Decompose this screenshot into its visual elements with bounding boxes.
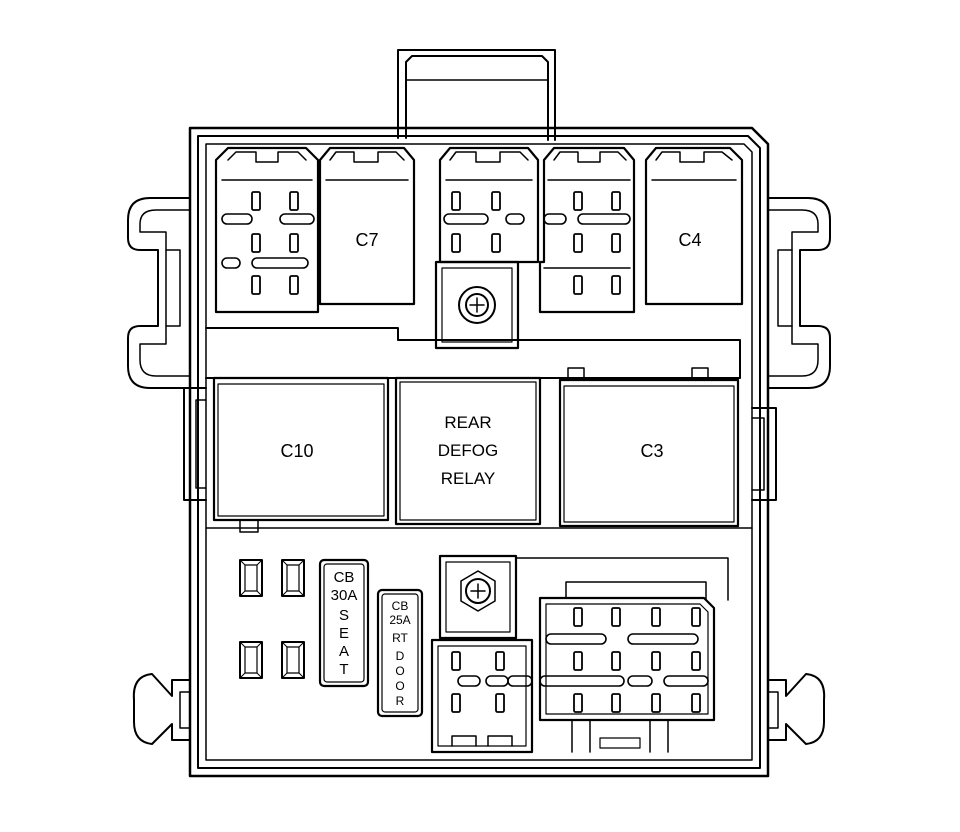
mini-fuse-icon (239, 559, 263, 597)
cb-door-side: RT (392, 631, 408, 645)
terminal-cavity-icon (627, 633, 699, 645)
terminal-cavity-icon (545, 633, 607, 645)
connector-c4: C4 (644, 146, 744, 306)
relay-label-line3: RELAY (441, 469, 496, 488)
terminal-cavity-icon (663, 675, 709, 687)
right-bottom-tab (767, 673, 826, 745)
terminal-cavity-icon (611, 693, 621, 713)
connector-slot-3 (438, 146, 540, 264)
terminal-cavity-icon (573, 693, 583, 713)
terminal-cavity-icon (451, 191, 461, 211)
connector-slot-bottom-center (430, 638, 534, 754)
terminal-cavity-icon (691, 651, 701, 671)
mini-fuse-icon (239, 641, 263, 679)
terminal-cavity-icon (491, 233, 501, 253)
terminal-cavity-icon (495, 693, 505, 713)
terminal-cavity-icon (611, 191, 621, 211)
connector-slot-4 (538, 146, 636, 314)
c7-label: C7 (355, 230, 378, 250)
mini-fuse-icon (281, 641, 305, 679)
center-rail (205, 327, 741, 379)
terminal-cavity-icon (451, 233, 461, 253)
terminal-cavity-icon (539, 675, 625, 687)
terminal-cavities (221, 191, 709, 713)
terminal-cavity-icon (251, 233, 261, 253)
cb-door-letter: O (395, 664, 404, 678)
left-mount-ear (127, 197, 191, 389)
connector-c7: C7 (318, 146, 416, 306)
terminal-cavity-icon (289, 233, 299, 253)
terminal-cavity-icon (451, 651, 461, 671)
terminal-cavity-icon (289, 275, 299, 295)
connector-slot-bottom-right (538, 581, 716, 753)
terminal-cavity-icon (491, 191, 501, 211)
cb-seat-rating-line1: CB (334, 569, 355, 586)
terminal-cavity-icon (457, 675, 481, 687)
mini-fuse-icon (281, 559, 305, 597)
terminal-cavity-icon (221, 257, 241, 269)
left-bottom-tab (132, 673, 191, 745)
top-ground-stud (434, 260, 520, 350)
cb-door-rating-line1: CB (392, 599, 409, 613)
terminal-cavity-icon (691, 607, 701, 627)
terminal-cavity-icon (627, 675, 653, 687)
terminal-cavity-icon (611, 607, 621, 627)
cb-seat-letter: T (339, 661, 348, 678)
terminal-cavity-icon (485, 675, 509, 687)
cb-door-rating-line2: 25A (389, 613, 410, 627)
cb-door-letter: O (395, 679, 404, 693)
terminal-cavity-icon (495, 651, 505, 671)
cb-door-letter: R (396, 694, 405, 708)
mini-fuses (239, 559, 305, 679)
terminal-cavity-icon (505, 213, 525, 225)
terminal-cavity-icon (251, 275, 261, 295)
terminal-cavity-icon (289, 191, 299, 211)
c10-label: C10 (280, 441, 313, 461)
terminal-cavity-icon (573, 275, 583, 295)
relay-label-line1: REAR (444, 413, 491, 432)
terminal-cavity-icon (573, 651, 583, 671)
terminal-cavity-icon (611, 275, 621, 295)
rear-defog-relay: REAR DEFOG RELAY (394, 376, 542, 526)
relay-label-line2: DEFOG (438, 441, 498, 460)
cb-seat-rating-line2: 30A (331, 587, 358, 604)
terminal-cavity-icon (507, 675, 533, 687)
cb-door-letter: D (396, 649, 405, 663)
terminal-cavity-icon (573, 191, 583, 211)
terminal-cavity-icon (251, 191, 261, 211)
cb-seat-letter: S (339, 607, 349, 624)
terminal-cavity-icon (691, 693, 701, 713)
bottom-ground-stud (438, 554, 518, 640)
connector-c3: C3 (558, 367, 740, 528)
terminal-cavity-icon (543, 213, 567, 225)
terminal-cavity-icon (577, 213, 631, 225)
terminal-cavity-icon (651, 693, 661, 713)
terminal-cavity-icon (651, 607, 661, 627)
stud-bus-bar (515, 557, 729, 601)
c4-label: C4 (678, 230, 701, 250)
circuit-breaker-seat: CB 30A S E A T (318, 558, 370, 688)
cb-seat-letter: E (339, 625, 349, 642)
terminal-cavity-icon (651, 651, 661, 671)
c3-label: C3 (640, 441, 663, 461)
terminal-cavity-icon (279, 213, 315, 225)
terminal-cavity-icon (573, 607, 583, 627)
right-mount-ear (767, 197, 831, 389)
terminal-cavity-icon (221, 213, 253, 225)
terminal-cavity-icon (443, 213, 489, 225)
circuit-breaker-rt-door: CB 25A RT D O O R (376, 588, 424, 718)
terminal-cavity-icon (611, 233, 621, 253)
cb-seat-letter: A (339, 643, 349, 660)
c10-side-slide (183, 387, 207, 501)
terminal-cavity-icon (451, 693, 461, 713)
connector-slot-1 (214, 146, 320, 314)
housing (188, 49, 770, 778)
terminal-cavity-icon (573, 233, 583, 253)
c3-side-slide (751, 407, 777, 501)
connector-c10: C10 (212, 376, 390, 533)
terminal-cavity-icon (251, 257, 309, 269)
terminal-cavity-icon (611, 651, 621, 671)
